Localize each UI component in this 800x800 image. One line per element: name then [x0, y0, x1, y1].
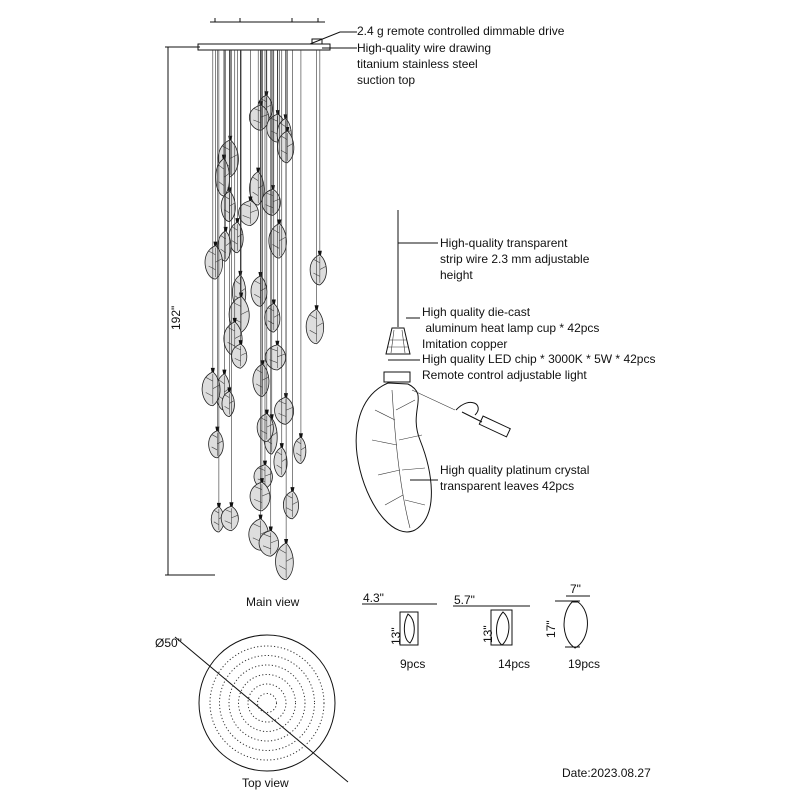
callout-cup-2: aluminum heat lamp cup * 42pcs: [422, 321, 599, 335]
leaf-size-large: 7" 17" 19pcs: [544, 582, 600, 671]
light-ring: [209, 645, 325, 761]
crystal-leaf: [238, 196, 259, 227]
crystal-leaf: [204, 241, 223, 280]
crystal-leaf: [293, 433, 307, 464]
crystal-leaf: [201, 367, 221, 407]
callout-led-1: High quality LED chip * 3000K * 5W * 42p…: [422, 352, 655, 366]
crystal-leaf: [265, 340, 286, 371]
small-width: 4.3": [363, 591, 384, 605]
crystal-leaf: [231, 340, 248, 369]
callout-drive: 2.4 g remote controlled dimmable drive: [357, 24, 565, 38]
callout-wire-1: High-quality transparent: [440, 236, 568, 250]
callout-top-2: titanium stainless steel: [357, 57, 478, 71]
medium-height: 13": [481, 625, 495, 643]
light-ring: [247, 683, 287, 723]
crystal-leaf: [208, 426, 224, 459]
large-count: 19pcs: [568, 657, 600, 671]
light-ring: [238, 674, 296, 732]
leaf-size-medium: 5.7" 13" 14pcs: [453, 593, 530, 671]
medium-width: 5.7": [454, 593, 475, 607]
top-view: [174, 634, 349, 783]
callout-wire-3: height: [440, 268, 473, 282]
top-view-label: Top view: [242, 776, 289, 790]
main-view-label: Main view: [246, 595, 300, 609]
crystal-leaf: [273, 443, 288, 478]
callout-top-3: suction top: [357, 73, 415, 87]
callout-led-2: Remote control adjustable light: [422, 368, 587, 382]
crystal-leaf: [249, 478, 271, 512]
crystal-leaf: [283, 487, 299, 520]
crystal-leaf: [220, 502, 239, 532]
height-dimension: 192": [169, 306, 183, 330]
crystal-leaf: [268, 219, 287, 259]
callout-leaf-2: transparent leaves 42pcs: [440, 479, 574, 493]
light-ring: [228, 664, 306, 742]
callout-leaf-1: High quality platinum crystal: [440, 463, 589, 477]
large-height: 17": [544, 620, 558, 638]
callout-top-1: High-quality wire drawing: [357, 41, 491, 55]
hanging-leaves: [201, 50, 327, 581]
small-count: 9pcs: [400, 657, 425, 671]
small-height: 13": [389, 627, 403, 645]
large-width: 7": [570, 582, 581, 596]
crystal-leaf: [250, 272, 268, 307]
crystal-leaf: [258, 526, 280, 557]
crystal-leaf: [275, 539, 294, 581]
ceiling-plate: [197, 43, 331, 51]
crystal-leaf: [309, 250, 327, 286]
medium-count: 14pcs: [498, 657, 530, 671]
callout-cup-3: Imitation copper: [422, 337, 507, 351]
date-label: Date:2023.08.27: [562, 766, 651, 780]
light-ring: [257, 693, 277, 713]
diameter-dimension: Ø50": [155, 636, 182, 650]
crystal-leaf: [228, 218, 244, 254]
leaf-size-small: 4.3" 13" 9pcs: [362, 591, 437, 671]
detail-view: [355, 210, 511, 533]
callout-wire-2: strip wire 2.3 mm adjustable: [440, 252, 590, 266]
light-ring: [219, 655, 315, 751]
callout-cup-1: High quality die-cast: [422, 305, 531, 319]
crystal-leaf: [256, 409, 274, 442]
crystal-leaf: [274, 393, 295, 425]
crystal-leaf: [305, 305, 325, 345]
main-view: 192" Main view: [165, 18, 331, 609]
